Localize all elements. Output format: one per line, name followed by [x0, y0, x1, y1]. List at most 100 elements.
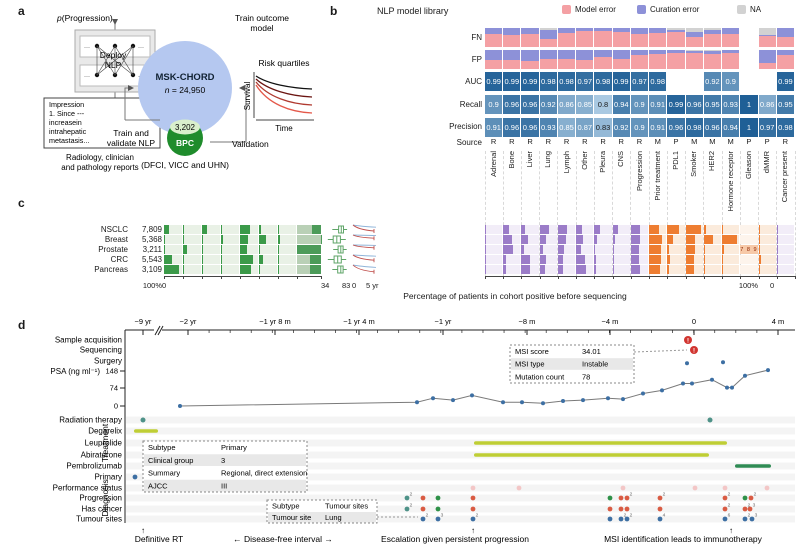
- panel-a-label: a: [18, 4, 25, 18]
- gene-bar: [240, 245, 248, 254]
- pct-bar: [722, 255, 723, 264]
- row-label: Tumour sites: [76, 515, 122, 524]
- fn-bar: [685, 28, 703, 47]
- pct-bar: [685, 225, 701, 234]
- error-segment: [776, 28, 794, 37]
- error-segment: [485, 33, 503, 47]
- pct-bar: [722, 235, 737, 244]
- pct-cell: [776, 245, 794, 254]
- error-segment: [703, 50, 722, 55]
- sex-cell: [297, 265, 321, 274]
- pct-cell: [539, 235, 557, 244]
- pct-cell: [503, 255, 521, 264]
- risk-quartiles-plot: Risk quartiles Survival Time: [243, 58, 314, 133]
- sex-male-bar: [297, 245, 321, 254]
- diagnosis-dot: [657, 506, 663, 512]
- pct-cell: [576, 255, 594, 264]
- svg-text:NLP: NLP: [105, 60, 122, 70]
- auc-cell: 0.99: [776, 72, 794, 91]
- pct-cell: [485, 235, 503, 244]
- fp-bar: [667, 50, 685, 69]
- error-segment: [667, 28, 685, 30]
- pct-axis-tick: [722, 276, 724, 279]
- error-segment: [630, 28, 649, 34]
- gene-cell: [202, 235, 220, 244]
- error-segment: [703, 29, 722, 35]
- gene-bar: [164, 265, 180, 274]
- recall-cell: 0.86: [557, 95, 576, 114]
- pct-axis-label: 100%: [738, 281, 758, 290]
- error-segment: [594, 28, 612, 31]
- tooltip-value: Tumour sites: [325, 501, 368, 510]
- diagnosis-dot: [618, 495, 624, 501]
- row-label-source: Source: [456, 138, 482, 147]
- gene-cell: [278, 255, 296, 264]
- pct-bar: [667, 265, 670, 274]
- diagnosis-dot: [516, 485, 522, 491]
- pct-bar: [521, 255, 530, 264]
- diagnosis-dot: [607, 495, 613, 501]
- row-label: Degarelix: [88, 427, 122, 436]
- pct-bar: [557, 255, 564, 264]
- fp-bar: [776, 50, 794, 69]
- gene-cell: [278, 225, 296, 234]
- pct-cell: [539, 265, 557, 274]
- diagnosis-dot: [722, 506, 728, 512]
- row-label: Performance status: [53, 484, 122, 493]
- gene-bar: [259, 255, 263, 264]
- error-segment: [521, 33, 539, 47]
- gene-axis-tick: [259, 276, 260, 279]
- gene-cell: [278, 265, 296, 274]
- auc-cell: 0.98: [649, 72, 667, 91]
- diagnosis-dot: [620, 485, 626, 491]
- pct-cell: [758, 265, 776, 274]
- gene-bar: [278, 255, 279, 264]
- diagnosis-dot: [747, 506, 753, 512]
- recall-cell: 0.93: [722, 95, 740, 114]
- precision-cell: 0.83: [594, 118, 612, 137]
- gene-bar: [183, 225, 184, 234]
- gene-cell: [164, 225, 182, 234]
- pct-cell: [612, 245, 630, 254]
- pct-bar: [703, 235, 714, 244]
- dot-count: 3: [753, 502, 756, 508]
- error-segment: [485, 50, 503, 61]
- pct-cell: [703, 245, 722, 254]
- pct-bar: [521, 235, 528, 244]
- tooltip-value: Primary: [221, 443, 247, 452]
- error-segment: [649, 33, 667, 47]
- gene-axis-label: 100%: [142, 281, 162, 290]
- age-boxplot: [332, 225, 348, 234]
- dot-count: 2: [728, 491, 731, 497]
- fn-bar: [576, 28, 594, 47]
- gene-cell: [221, 245, 239, 254]
- column-separator: [685, 151, 687, 276]
- error-segment: [649, 50, 667, 54]
- pct-axis-tick: [630, 276, 632, 279]
- row-label: Has cancer: [82, 505, 123, 514]
- error-segment: [722, 53, 740, 69]
- tooltip-key: Mutation count: [515, 372, 565, 381]
- svg-text:and pathology reports: and pathology reports: [61, 163, 138, 172]
- pct-bar: [612, 245, 614, 254]
- fn-bar: [594, 28, 612, 47]
- psa-point: [520, 400, 524, 405]
- time-axis-label: Time: [275, 124, 293, 133]
- source-cell: P: [673, 137, 679, 146]
- pct-bar: [776, 265, 779, 274]
- column-separator: [795, 151, 796, 276]
- recall-cell: 0.9: [630, 95, 649, 114]
- row-label: Radiation therapy: [59, 416, 122, 425]
- auc-cell: 0.97: [576, 72, 594, 91]
- pct-bar: [557, 245, 564, 254]
- cohort-name: MSK-CHORD: [155, 72, 214, 83]
- error-segment: [667, 53, 685, 69]
- recall-cell: 0.96: [503, 95, 521, 114]
- gene-bar: [202, 255, 203, 264]
- gene-bar: [183, 245, 187, 254]
- source-cell: R: [545, 137, 552, 146]
- pct-bar: [667, 225, 679, 234]
- panel-a-diagram: p(Progression) ······ ······ Impression …: [43, 13, 314, 172]
- cohort-n: 3,211: [142, 244, 162, 254]
- time-axis-label: −9 yr: [135, 317, 152, 326]
